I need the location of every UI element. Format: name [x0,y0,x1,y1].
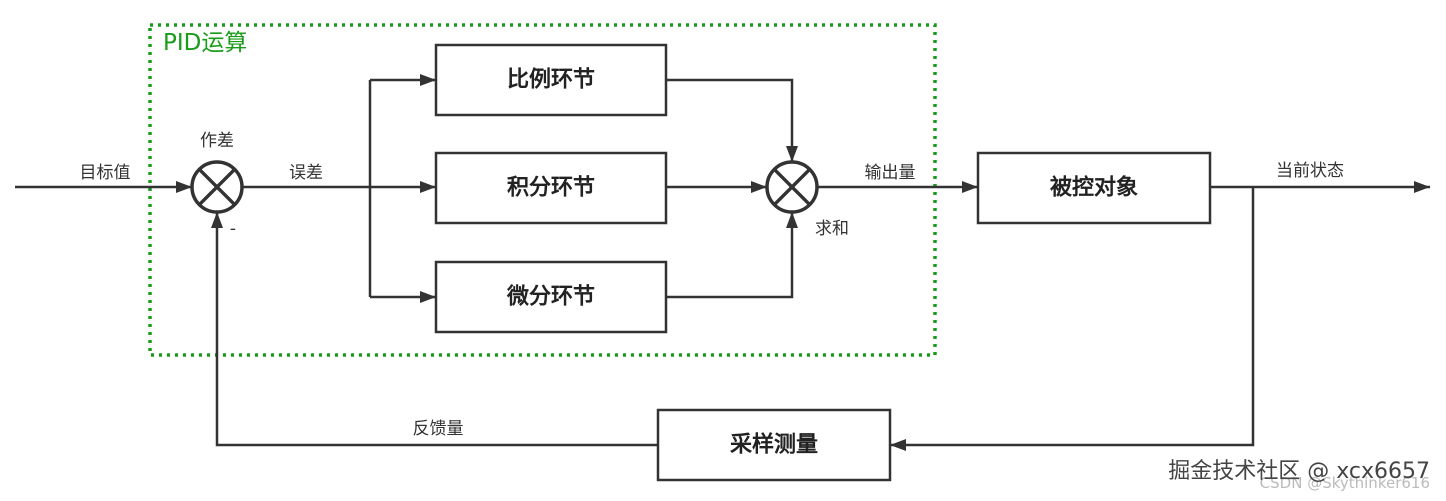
watermark-secondary: CSDN @Skythinker616 [1260,474,1430,492]
watermark-primary: 掘金技术社区 @ xcx6657 [1168,459,1430,484]
integral-block-label: 积分环节 [507,176,595,201]
pid-group-frame [148,23,937,357]
feedback-label: 反馈量 [413,419,464,439]
sensor-block-label: 采样测量 [730,432,818,458]
measurement-branch-wire [890,187,1255,451]
derivative-block-label: 微分环节 [506,284,595,310]
error-label: 误差 [289,163,323,183]
output-label: 输出量 [865,163,916,183]
sensor-block: 采样测量 [656,408,892,482]
feedback-wire [211,212,658,447]
setpoint-label: 目标值 [80,163,131,183]
proportional-block-label: 比例环节 [507,68,595,93]
sum-junction [765,160,819,214]
derivative-block: 微分环节 [434,260,668,334]
plant-block: 被控对象 [976,151,1212,225]
proportional-block: 比例环节 [434,43,668,117]
proportional-to-sum-wire [666,78,798,162]
difference-junction [190,160,244,214]
sum-junction-label: 求和 [815,219,849,239]
plant-block-label: 被控对象 [1050,175,1138,201]
derivative-to-sum-wire [666,212,798,299]
difference-junction-label: 作差 [200,131,234,151]
pid-group-label: PID运算 [163,30,247,56]
state-label: 当前状态 [1276,161,1344,181]
feedback-sign-label: - [230,219,236,239]
integral-block: 积分环节 [434,151,668,225]
